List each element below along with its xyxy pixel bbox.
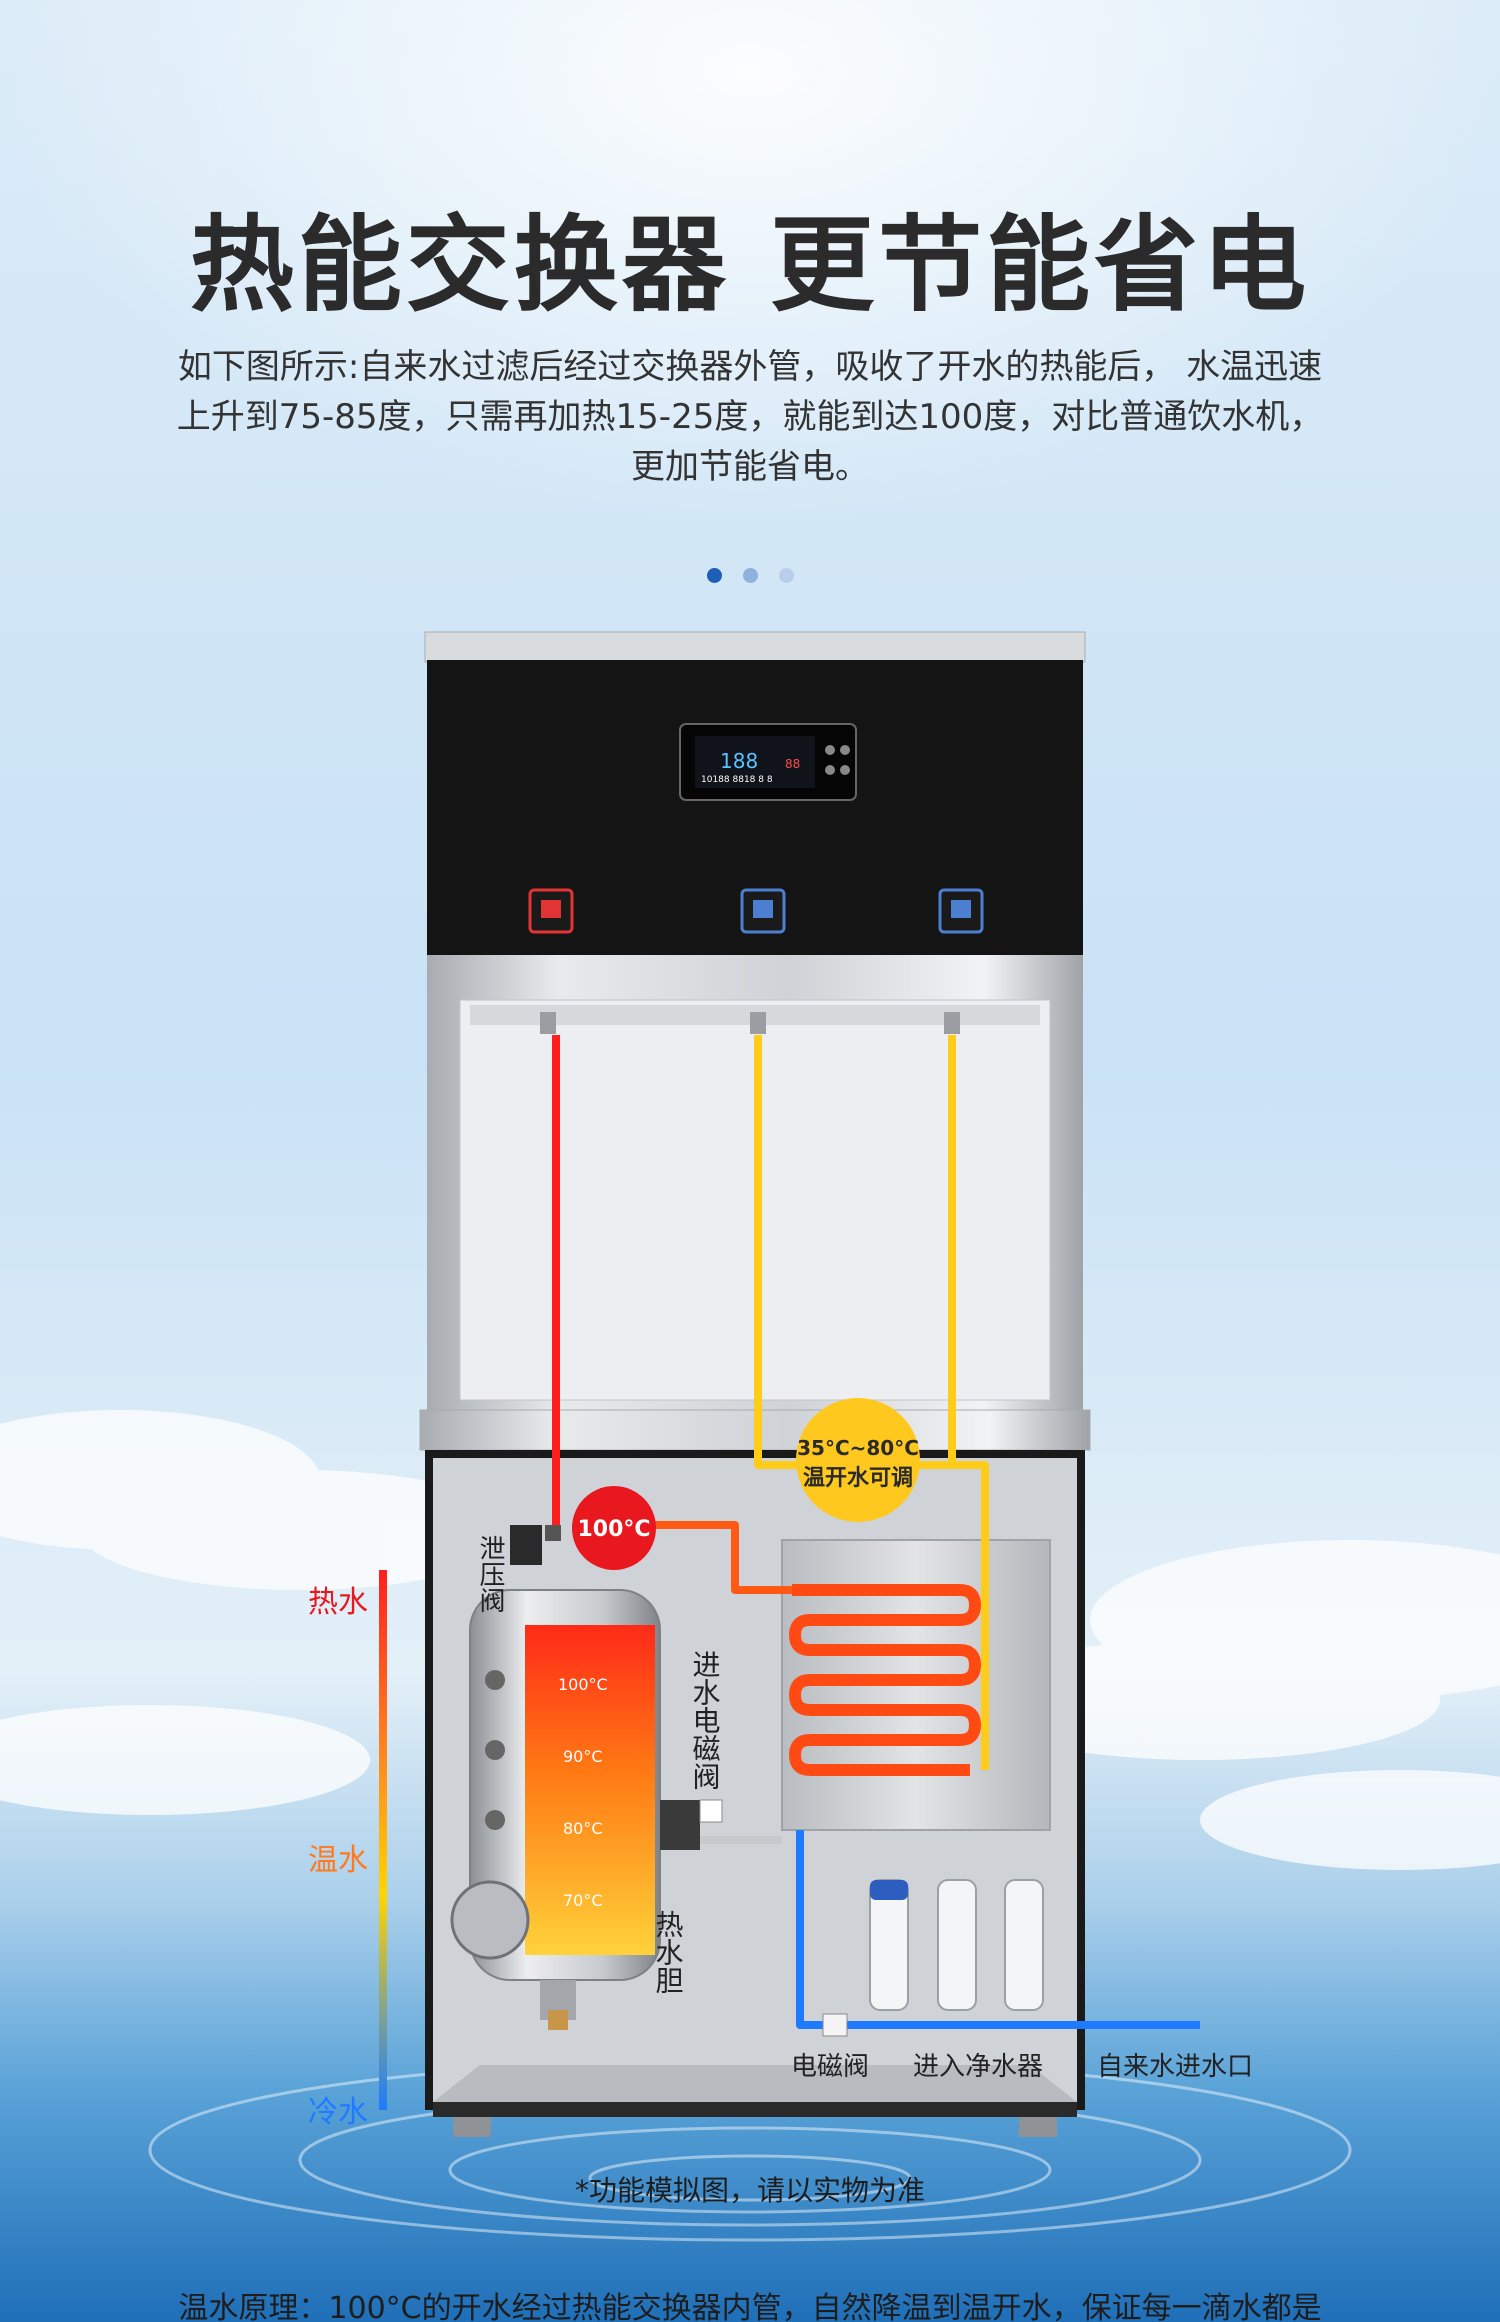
page-title: 热能交换器 更节能省电 bbox=[189, 204, 1311, 326]
description-line-2: 上升到75-85度，只需再加热15-25度，就能到达100度，对比普通饮水机， bbox=[176, 397, 1324, 437]
description-line-3: 更加节能省电。 bbox=[631, 447, 869, 487]
relief-valve-label: 泄压阀 bbox=[475, 1535, 505, 1613]
solenoid-valve-icon bbox=[822, 2013, 848, 2037]
hot-temp-badge: 100°C bbox=[572, 1486, 656, 1570]
control-panel[interactable]: 188 88 10188 8818 8 8 bbox=[679, 723, 857, 801]
tank-temp-70: 70°C bbox=[563, 1891, 603, 1910]
clouds bbox=[0, 1410, 1500, 1870]
purifier-label: 进入净水器 bbox=[913, 2052, 1043, 2082]
tap-button-hot[interactable] bbox=[528, 888, 574, 934]
simulation-note: *功能模拟图，请以实物为准 bbox=[575, 2174, 925, 2207]
svg-text:100°C: 100°C bbox=[577, 1517, 650, 1542]
tank-temp-100: 100°C bbox=[558, 1675, 608, 1694]
relief-valve-icon bbox=[510, 1525, 561, 1565]
tank-label: 热水胆 bbox=[652, 1910, 685, 1994]
carousel-dot-3[interactable] bbox=[779, 568, 794, 583]
scale-cold-label: 冷水 bbox=[308, 2095, 368, 2130]
svg-text:温开水可调: 温开水可调 bbox=[803, 1466, 913, 1491]
tap-button-warm-2[interactable] bbox=[938, 888, 984, 934]
inlet-valve-icon bbox=[660, 1799, 723, 1850]
hot-to-exchanger-pipe bbox=[620, 1521, 792, 1594]
filters bbox=[869, 1879, 1044, 2011]
display-sub: 88 bbox=[785, 757, 800, 771]
machine-top bbox=[424, 631, 1086, 990]
description: 如下图所示:自来水过滤后经过交换器外管，吸收了开水的热能后， 水温迅速 上升到7… bbox=[100, 342, 1400, 492]
tank-temp-90: 90°C bbox=[563, 1747, 603, 1766]
heat-exchanger bbox=[781, 1539, 1051, 1831]
warm-temp-badge: 35°C~80°C 温开水可调 bbox=[796, 1398, 920, 1522]
tap-inlet-label: 自来水进水口 bbox=[1097, 2052, 1253, 2082]
cold-pipe bbox=[796, 1830, 1200, 2029]
pipes bbox=[552, 1035, 1200, 2029]
carousel-dot-1[interactable] bbox=[707, 568, 722, 583]
display-bottom: 10188 8818 8 8 bbox=[701, 775, 773, 785]
tap-button-warm-1[interactable] bbox=[740, 888, 786, 934]
scale-hot-label: 热水 bbox=[308, 1585, 368, 1620]
svg-text:35°C~80°C: 35°C~80°C bbox=[797, 1436, 919, 1460]
description-line-1: 如下图所示:自来水过滤后经过交换器外管，吸收了开水的热能后， 水温迅速 bbox=[177, 347, 1323, 387]
tank-temp-80: 80°C bbox=[563, 1819, 603, 1838]
display-main: 188 bbox=[720, 749, 758, 773]
hot-water-tank bbox=[450, 1589, 661, 2030]
solenoid-label: 电磁阀 bbox=[791, 2052, 869, 2082]
temperature-scale: 热水 温水 冷水 bbox=[308, 1570, 387, 2130]
footer-text: 温水原理：100°C的开水经过热能交换器内管，自然降温到温开水，保证每一滴水都是 bbox=[178, 2291, 1321, 2322]
scale-warm-label: 温水 bbox=[308, 1843, 368, 1878]
carousel-dot-2[interactable] bbox=[743, 568, 758, 583]
inlet-valve-label: 进水电磁阀 bbox=[689, 1650, 722, 1790]
